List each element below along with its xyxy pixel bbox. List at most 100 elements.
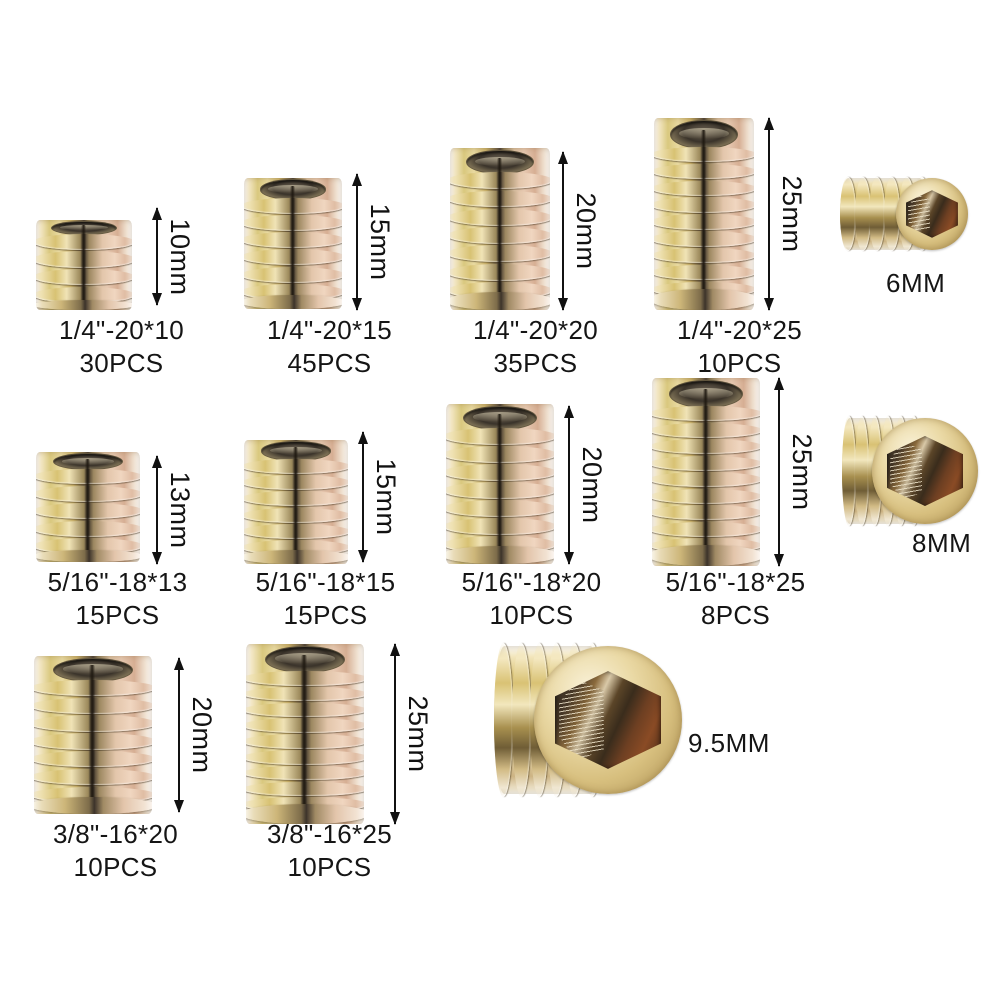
- insert-quantity-label: 45PCS: [287, 348, 372, 379]
- insert-center-seam: [496, 413, 503, 561]
- dimension-line: [156, 456, 158, 564]
- threaded-insert-nut: [450, 148, 550, 310]
- dimension-label: 10mm: [165, 217, 195, 296]
- insert-flange: [246, 804, 364, 824]
- dimension-line: [778, 378, 780, 566]
- arrow-down-icon: [564, 552, 574, 565]
- insert-head-face: [896, 178, 968, 250]
- insert-center-seam: [292, 447, 299, 562]
- insert-center-seam: [89, 665, 96, 811]
- arrow-up-icon: [358, 431, 368, 444]
- insert-flange: [244, 550, 348, 564]
- insert-spec-label: 5/16"-18*15: [255, 567, 396, 597]
- insert-spec-label: 5/16"-18*25: [665, 567, 806, 597]
- insert-head-face: [534, 646, 682, 794]
- insert-spec-label: 1/4"-20*10: [59, 315, 184, 345]
- dimension-line: [356, 174, 358, 310]
- threaded-insert-hex-drive: [494, 643, 682, 797]
- thread-ridge: [884, 176, 901, 252]
- insert-flange: [36, 549, 140, 562]
- insert-flange: [652, 545, 760, 566]
- thread-ridge: [869, 176, 886, 252]
- insert-spec-label: 5/16"-18*13: [47, 567, 188, 597]
- arrow-up-icon: [558, 151, 568, 164]
- arrow-down-icon: [358, 550, 368, 563]
- insert-flange: [36, 300, 132, 310]
- threaded-insert-nut: [244, 178, 342, 309]
- insert-flange: [450, 292, 550, 310]
- thread-ridge: [854, 176, 871, 252]
- thread-ridge: [840, 176, 856, 252]
- dimension-arrow: 25mm: [762, 117, 807, 311]
- insert-flange: [34, 796, 152, 814]
- insert-quantity-label: 10PCS: [697, 348, 782, 379]
- insert-spec-label: 3/8"-16*25: [267, 819, 392, 849]
- insert-flange: [446, 546, 554, 564]
- arrow-up-icon: [774, 377, 784, 390]
- dimension-arrow: 20mm: [556, 151, 601, 311]
- arrow-down-icon: [764, 298, 774, 311]
- threaded-insert-hex-drive: [842, 415, 978, 527]
- dimension-label: 20mm: [187, 696, 217, 774]
- insert-spec-label: 1/4"-20*25: [677, 315, 802, 345]
- thread-ridge: [511, 643, 531, 797]
- dimension-arrow: 13mm: [150, 455, 195, 565]
- dimension-line: [394, 644, 396, 824]
- threaded-insert-nut: [36, 220, 132, 310]
- dimension-label: 13mm: [165, 471, 195, 549]
- insert-quantity-label: 30PCS: [79, 348, 164, 379]
- insert-quantity-label: 15PCS: [283, 600, 368, 631]
- threaded-insert-hex-drive: [840, 176, 968, 252]
- insert-spec-label: 1/4"-20*15: [267, 315, 392, 345]
- dimension-arrow: 20mm: [562, 405, 607, 565]
- insert-quantity-label: 35PCS: [493, 348, 578, 379]
- dimension-label: 25mm: [777, 175, 807, 253]
- dimension-line: [178, 658, 180, 812]
- insert-center-seam: [702, 389, 709, 563]
- insert-quantity-label: 10PCS: [287, 852, 372, 883]
- insert-head-face: [872, 418, 978, 524]
- insert-spec-label: 5/16"-18*20: [461, 567, 602, 597]
- insert-flange: [654, 288, 754, 310]
- arrow-up-icon: [174, 657, 184, 670]
- arrow-up-icon: [352, 173, 362, 186]
- arrow-up-icon: [152, 207, 162, 220]
- thread-ridge: [842, 415, 856, 527]
- dimension-line: [562, 152, 564, 310]
- threaded-insert-nut: [654, 118, 754, 310]
- arrow-down-icon: [152, 552, 162, 565]
- arrow-down-icon: [352, 298, 362, 311]
- dimension-label: 25mm: [787, 433, 817, 511]
- dimension-arrow: 15mm: [356, 431, 401, 563]
- insert-spec-label: 1/4"-20*20: [473, 315, 598, 345]
- arrow-up-icon: [152, 455, 162, 468]
- hex-size-label: 8MM: [912, 528, 972, 558]
- dimension-arrow: 25mm: [772, 377, 817, 567]
- dimension-arrow: 20mm: [172, 657, 217, 813]
- hex-size-label: 6MM: [886, 268, 946, 298]
- arrow-up-icon: [564, 405, 574, 418]
- arrow-down-icon: [152, 293, 162, 306]
- dimension-line: [362, 432, 364, 562]
- insert-center-seam: [81, 225, 86, 309]
- dimension-label: 25mm: [403, 695, 433, 773]
- thread-ridge: [854, 415, 869, 527]
- arrow-down-icon: [774, 554, 784, 567]
- dimension-label: 15mm: [365, 203, 395, 281]
- dimension-line: [768, 118, 770, 310]
- dimension-label: 20mm: [571, 192, 601, 270]
- insert-quantity-label: 10PCS: [73, 852, 158, 883]
- insert-quantity-label: 8PCS: [700, 600, 771, 631]
- insert-spec-label: 3/8"-16*20: [53, 819, 178, 849]
- dimension-arrow: 10mm: [150, 207, 195, 306]
- hex-socket-icon: [906, 190, 958, 238]
- hex-size-label: 9.5MM: [688, 728, 770, 758]
- arrow-up-icon: [764, 117, 774, 130]
